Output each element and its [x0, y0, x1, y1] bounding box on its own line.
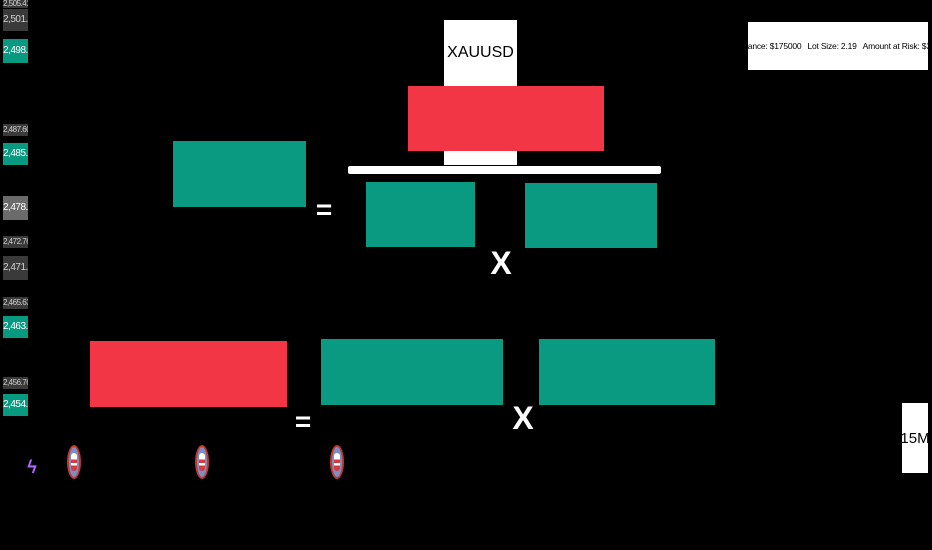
us-flag-event-icon[interactable] — [330, 445, 344, 479]
equals-sign-bottom: = — [294, 406, 312, 437]
symbol-label[interactable]: XAUUSD — [444, 20, 517, 86]
risk-info-panel: Balance: $175000 Lot Size: 2.19 Amount a… — [736, 22, 932, 70]
fraction-bar — [348, 166, 661, 174]
us-flag-event-icon[interactable] — [67, 445, 81, 479]
green-block-top-middle[interactable] — [366, 182, 475, 247]
price-label: 2,471.04 — [3, 256, 28, 280]
price-label-current: 2,498.08 — [3, 39, 28, 63]
green-block-top-right[interactable] — [525, 183, 657, 248]
green-block-bottom-right[interactable] — [539, 339, 715, 405]
lightning-icon[interactable]: ϟ — [27, 456, 37, 477]
price-label: 2,454.55 — [3, 394, 28, 416]
price-label: 2,472.76 — [3, 236, 28, 248]
green-block-top-left[interactable] — [173, 141, 306, 207]
timeframe-label[interactable]: 15M — [900, 403, 930, 473]
red-block-bottom[interactable] — [90, 341, 287, 407]
price-label: 2,478.84 — [3, 196, 28, 220]
price-label: 2,456.76 — [3, 377, 28, 389]
price-label: 2,485.51 — [3, 143, 28, 165]
price-label: 2,487.60 — [3, 124, 28, 136]
price-label: 2,465.63 — [3, 297, 28, 309]
lot-size-text: Lot Size: 2.19 — [807, 41, 857, 51]
times-sign-top: X — [490, 245, 512, 281]
symbol-label-stem — [444, 150, 517, 165]
price-label: 2,463.84 — [3, 316, 28, 338]
times-sign-bottom: X — [512, 400, 534, 436]
red-block-top[interactable] — [408, 86, 604, 151]
price-label: 2,501.77 — [3, 9, 28, 31]
timeframe-text: 15M — [900, 429, 930, 447]
equals-sign-top: = — [315, 194, 333, 225]
amount-at-risk-text: Amount at Risk: $350 — [862, 41, 932, 51]
balance-text: Balance: $175000 — [736, 41, 802, 51]
green-block-bottom-middle[interactable] — [321, 339, 503, 405]
price-label: 2,505.41 — [3, 0, 28, 8]
symbol-text: XAUUSD — [447, 44, 514, 61]
us-flag-event-icon[interactable] — [195, 445, 209, 479]
price-axis: 2,505.41 2,501.77 2,498.08 2,487.60 2,48… — [0, 0, 32, 430]
